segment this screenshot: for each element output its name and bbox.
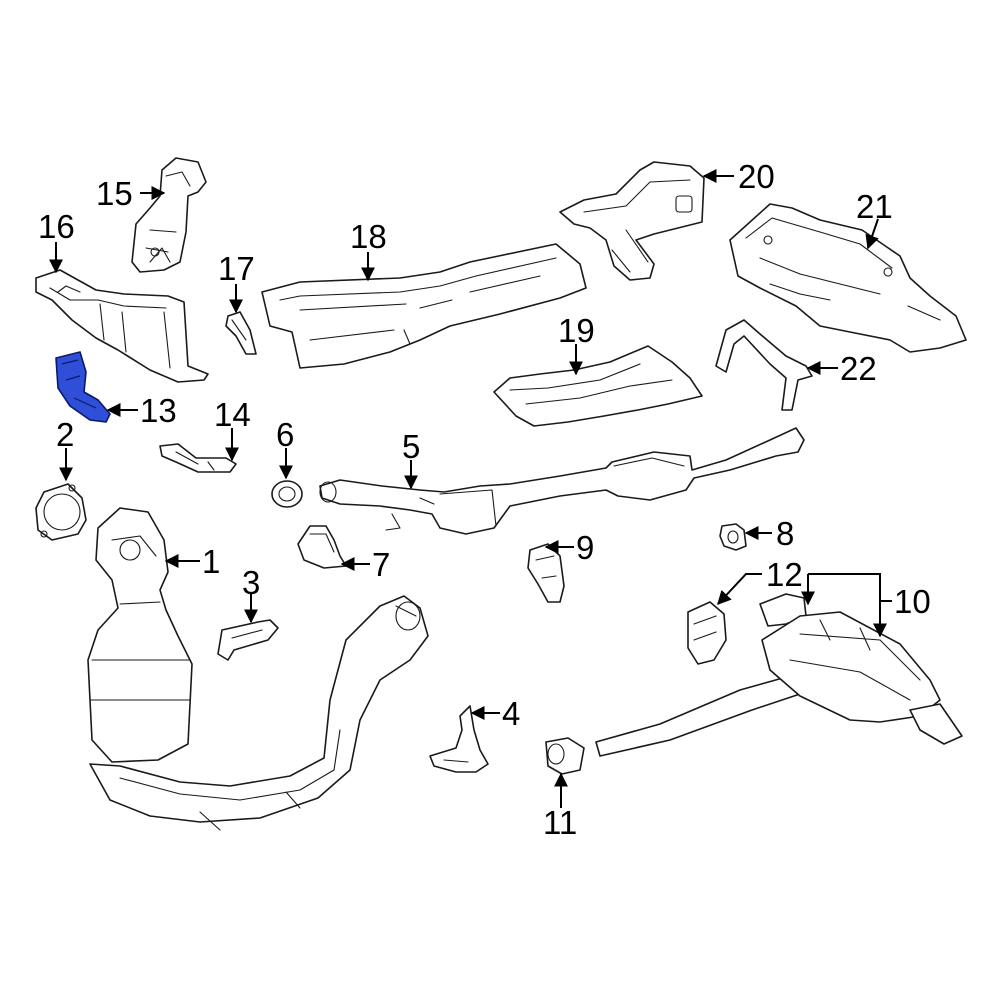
callout-labels: 1 2 3 4 5 6 7 8 9 10 11 12 13 14 15 16 1… — [38, 158, 931, 841]
callout-13: 13 — [140, 392, 177, 429]
callout-1: 1 — [202, 543, 220, 580]
part-5-intermediate-pipe[interactable] — [319, 427, 805, 535]
part-9-hanger[interactable] — [527, 543, 565, 603]
part-18-heat-shield[interactable] — [261, 243, 587, 369]
part-3-bracket[interactable] — [217, 619, 279, 661]
callout-16: 16 — [38, 208, 75, 245]
part-19-heat-shield[interactable] — [493, 345, 703, 427]
part-7-bracket[interactable] — [297, 525, 347, 569]
part-2-gasket[interactable] — [35, 483, 87, 541]
part-13-bracket-highlighted[interactable] — [55, 351, 111, 423]
callout-11: 11 — [543, 804, 577, 841]
callout-19: 19 — [558, 312, 595, 349]
callout-2: 2 — [56, 416, 74, 453]
callout-7: 7 — [372, 546, 390, 583]
part-6-gasket[interactable] — [271, 480, 303, 508]
callout-5: 5 — [402, 428, 420, 465]
part-12-actuator-front[interactable] — [687, 601, 727, 665]
part-20-heat-shield[interactable] — [559, 161, 705, 281]
part-11-clamp[interactable] — [545, 737, 585, 775]
part-14-bracket[interactable] — [159, 443, 237, 473]
part-17-clip[interactable] — [225, 311, 257, 355]
part-16-heat-shield[interactable] — [35, 269, 209, 383]
callout-22: 22 — [840, 350, 877, 387]
part-4-bracket[interactable] — [429, 705, 489, 773]
part-22-strap[interactable] — [715, 319, 813, 411]
part-1-catalytic-converter[interactable] — [87, 507, 429, 831]
callout-14: 14 — [214, 396, 251, 433]
callout-3: 3 — [242, 564, 260, 601]
part-10-rear-muffler[interactable] — [595, 611, 963, 757]
part-21-heat-shield[interactable] — [729, 203, 967, 353]
part-8-clamp[interactable] — [719, 523, 747, 551]
callout-8: 8 — [776, 515, 794, 552]
callout-18: 18 — [350, 218, 387, 255]
callout-15: 15 — [96, 175, 133, 212]
callout-4: 4 — [502, 695, 520, 732]
leader-lines — [49, 169, 892, 808]
callout-10: 10 — [894, 583, 931, 620]
callout-12: 12 — [766, 556, 803, 593]
callout-20: 20 — [738, 158, 775, 195]
callout-17: 17 — [218, 250, 255, 287]
part-15-heat-shield[interactable] — [131, 157, 207, 273]
callout-21: 21 — [856, 188, 893, 225]
callout-9: 9 — [576, 529, 594, 566]
callout-6: 6 — [276, 416, 294, 453]
